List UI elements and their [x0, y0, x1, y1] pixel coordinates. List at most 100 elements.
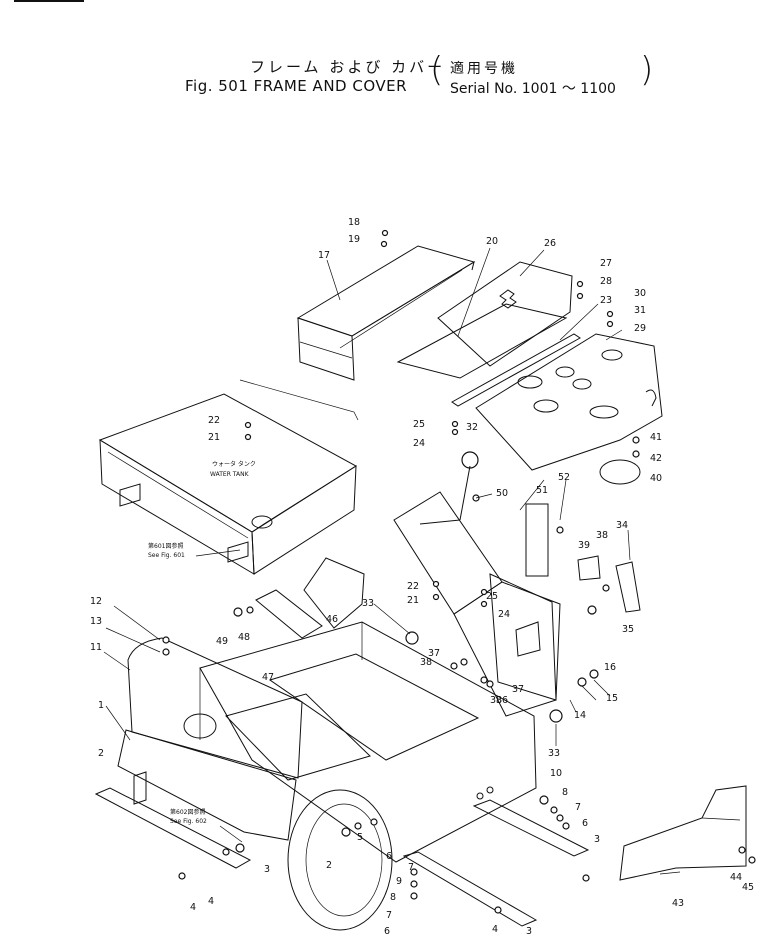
ref-601-jp: 第601図参照: [148, 542, 183, 550]
leader-lines: [103, 247, 681, 875]
side-guard-43: [619, 785, 747, 881]
callout-27: 27: [600, 258, 612, 269]
callout-8: 8: [562, 787, 568, 798]
callout-16: 16: [604, 662, 616, 673]
callout-14: 14: [574, 710, 586, 721]
callout-6: 6: [384, 926, 390, 936]
callout-22: 22: [407, 581, 419, 592]
callout-6: 6: [582, 818, 588, 829]
callout-19: 19: [348, 234, 360, 245]
main-frame: [199, 621, 537, 863]
front-hood-11: [117, 637, 303, 841]
callout-24: 24: [413, 438, 425, 449]
figure-title: Fig. 501 FRAME AND COVER: [185, 77, 408, 95]
steering-wheel-32: [461, 451, 479, 469]
step-plate-26: [437, 261, 573, 367]
callout-29: 29: [634, 323, 646, 334]
cover-47: [255, 589, 323, 639]
callout-7: 7: [575, 802, 581, 813]
dash-cover-29: [475, 333, 663, 471]
callout-2: 2: [98, 748, 104, 759]
hardware: [133, 229, 756, 914]
callout-22: 22: [208, 415, 220, 426]
callout-32: 32: [466, 422, 478, 433]
callout-18: 18: [348, 217, 360, 228]
floor-panel-17: [296, 245, 476, 381]
callout-2: 2: [326, 860, 332, 871]
callout-13: 13: [90, 616, 102, 627]
callout-47: 47: [262, 672, 274, 683]
ref-602-en: See Fig. 602: [170, 818, 207, 825]
floor-mat-20: [396, 303, 568, 379]
callout-44: 44: [730, 872, 742, 883]
callout-45: 45: [742, 882, 754, 893]
callout-21: 21: [208, 432, 220, 443]
plate-51: [525, 503, 549, 577]
corner-rule: [14, 0, 84, 2]
callout-35: 35: [622, 624, 634, 635]
bracket-46: [303, 557, 365, 629]
callout-40: 40: [650, 473, 662, 484]
rail-3-middle: [402, 851, 538, 927]
paren-open: (: [430, 50, 444, 90]
callout-52: 52: [558, 472, 570, 483]
callout-7: 7: [408, 862, 414, 873]
callout-42: 42: [650, 453, 662, 464]
gauge-40: [599, 459, 641, 485]
callout-4: 4: [190, 902, 196, 913]
roller-drum: [287, 789, 393, 931]
callout-17: 17: [318, 250, 330, 261]
callout-7: 7: [386, 910, 392, 921]
paren-close: ): [640, 50, 654, 90]
callout-33: 33: [362, 598, 374, 609]
callout-4: 4: [208, 896, 214, 907]
callout-48: 48: [238, 632, 250, 643]
callout-3: 3: [264, 864, 270, 875]
callout-20: 20: [486, 236, 498, 247]
callout-33: 33: [548, 748, 560, 759]
callout-8: 8: [390, 892, 396, 903]
ref-601-en: See Fig. 601: [148, 552, 185, 559]
water-tank: ウォータ タンク WATER TANK: [98, 393, 357, 575]
callout-12: 12: [90, 596, 102, 607]
ref-602-jp: 第602図参照: [170, 808, 205, 816]
callout-3: 3: [594, 834, 600, 845]
callout-51: 51: [536, 485, 548, 496]
water-tank-label-en: WATER TANK: [210, 471, 250, 478]
callout-37: 37: [428, 648, 440, 659]
callout-5: 5: [357, 832, 363, 843]
callout-6: 6: [386, 851, 392, 862]
callout-46: 46: [326, 614, 338, 625]
callout-31: 31: [634, 305, 646, 316]
callout-25: 25: [486, 591, 498, 602]
callout-41: 41: [650, 432, 662, 443]
callout-37: 37: [512, 684, 524, 695]
callout-26: 26: [544, 238, 556, 249]
callout-50: 50: [496, 488, 508, 499]
callout-15: 15: [606, 693, 618, 704]
callout-23: 23: [600, 295, 612, 306]
title-japanese: フレーム および カバー: [250, 58, 446, 76]
callout-43: 43: [672, 898, 684, 909]
callout-3: 3: [526, 926, 532, 936]
callout-25: 25: [413, 419, 425, 430]
callout-39: 39: [578, 540, 590, 551]
guide-line: [239, 379, 359, 421]
callout-36: 36: [496, 695, 508, 706]
callout-38: 38: [596, 530, 608, 541]
rail-3-left: [94, 787, 252, 869]
strip-23: [451, 333, 581, 407]
callout-34: 34: [616, 520, 628, 531]
callout-24: 24: [498, 609, 510, 620]
rail-3-right: [472, 799, 590, 857]
water-tank-label-jp: ウォータ タンク: [212, 460, 256, 468]
callout-1: 1: [98, 700, 104, 711]
serial-number-range: Serial No. 1001 ～ 1100: [450, 81, 616, 97]
callout-11: 11: [90, 642, 102, 653]
callout-38: 38: [490, 695, 502, 706]
callout-28: 28: [600, 276, 612, 287]
callout-49: 49: [216, 636, 228, 647]
callout-38: 38: [420, 657, 432, 668]
serial-label-japanese: 適用号機: [450, 61, 518, 77]
